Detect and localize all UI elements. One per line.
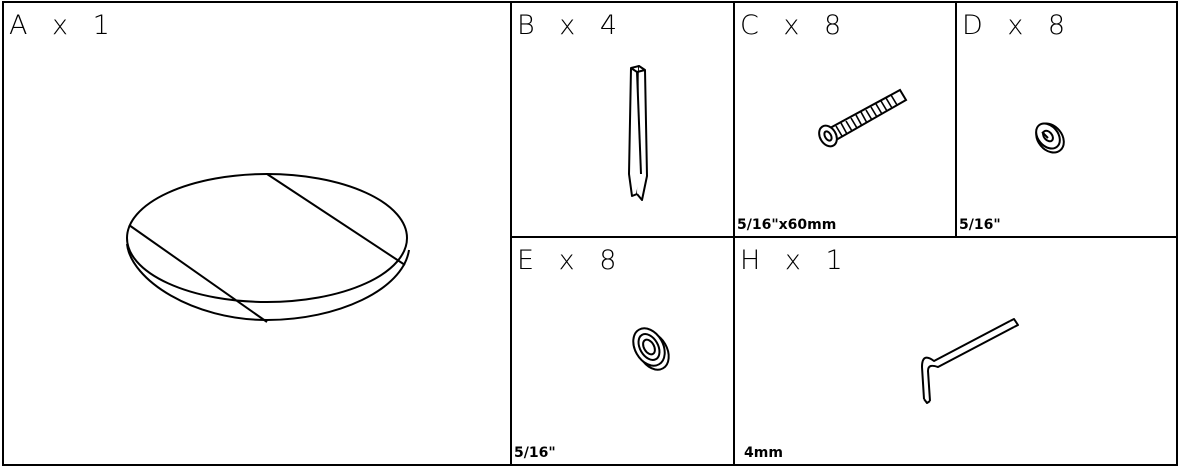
round-table-top-icon [126, 173, 410, 323]
part-b-cell: B x 4 [511, 2, 734, 237]
part-d-title: D x 8 [962, 10, 1074, 41]
part-d-spec: 5/16" [959, 217, 1001, 233]
part-c-title: C x 8 [740, 10, 850, 41]
part-e-spec: 5/16" [514, 445, 556, 461]
part-c-spec: 5/16"x60mm [737, 217, 837, 233]
wooden-strip-icon [628, 65, 648, 201]
part-d-cell: D x 8 5/16" [956, 2, 1177, 237]
part-h-title: H x 1 [740, 245, 851, 276]
part-a-cell: A x 1 [3, 2, 511, 465]
part-c-cell: C x 8 5/16"x60mm [734, 2, 956, 237]
part-h-cell: H x 1 4mm [734, 237, 1177, 465]
flat-washer-icon [632, 327, 670, 371]
part-a-title: A x 1 [9, 10, 118, 41]
part-e-title: E x 8 [517, 245, 625, 276]
allen-key-icon [921, 318, 1019, 404]
bolt-icon [818, 88, 908, 148]
part-e-cell: E x 8 5/16" [511, 237, 734, 465]
lock-washer-icon [1035, 122, 1065, 154]
part-b-title: B x 4 [517, 10, 626, 41]
part-h-spec: 4mm [744, 445, 783, 461]
